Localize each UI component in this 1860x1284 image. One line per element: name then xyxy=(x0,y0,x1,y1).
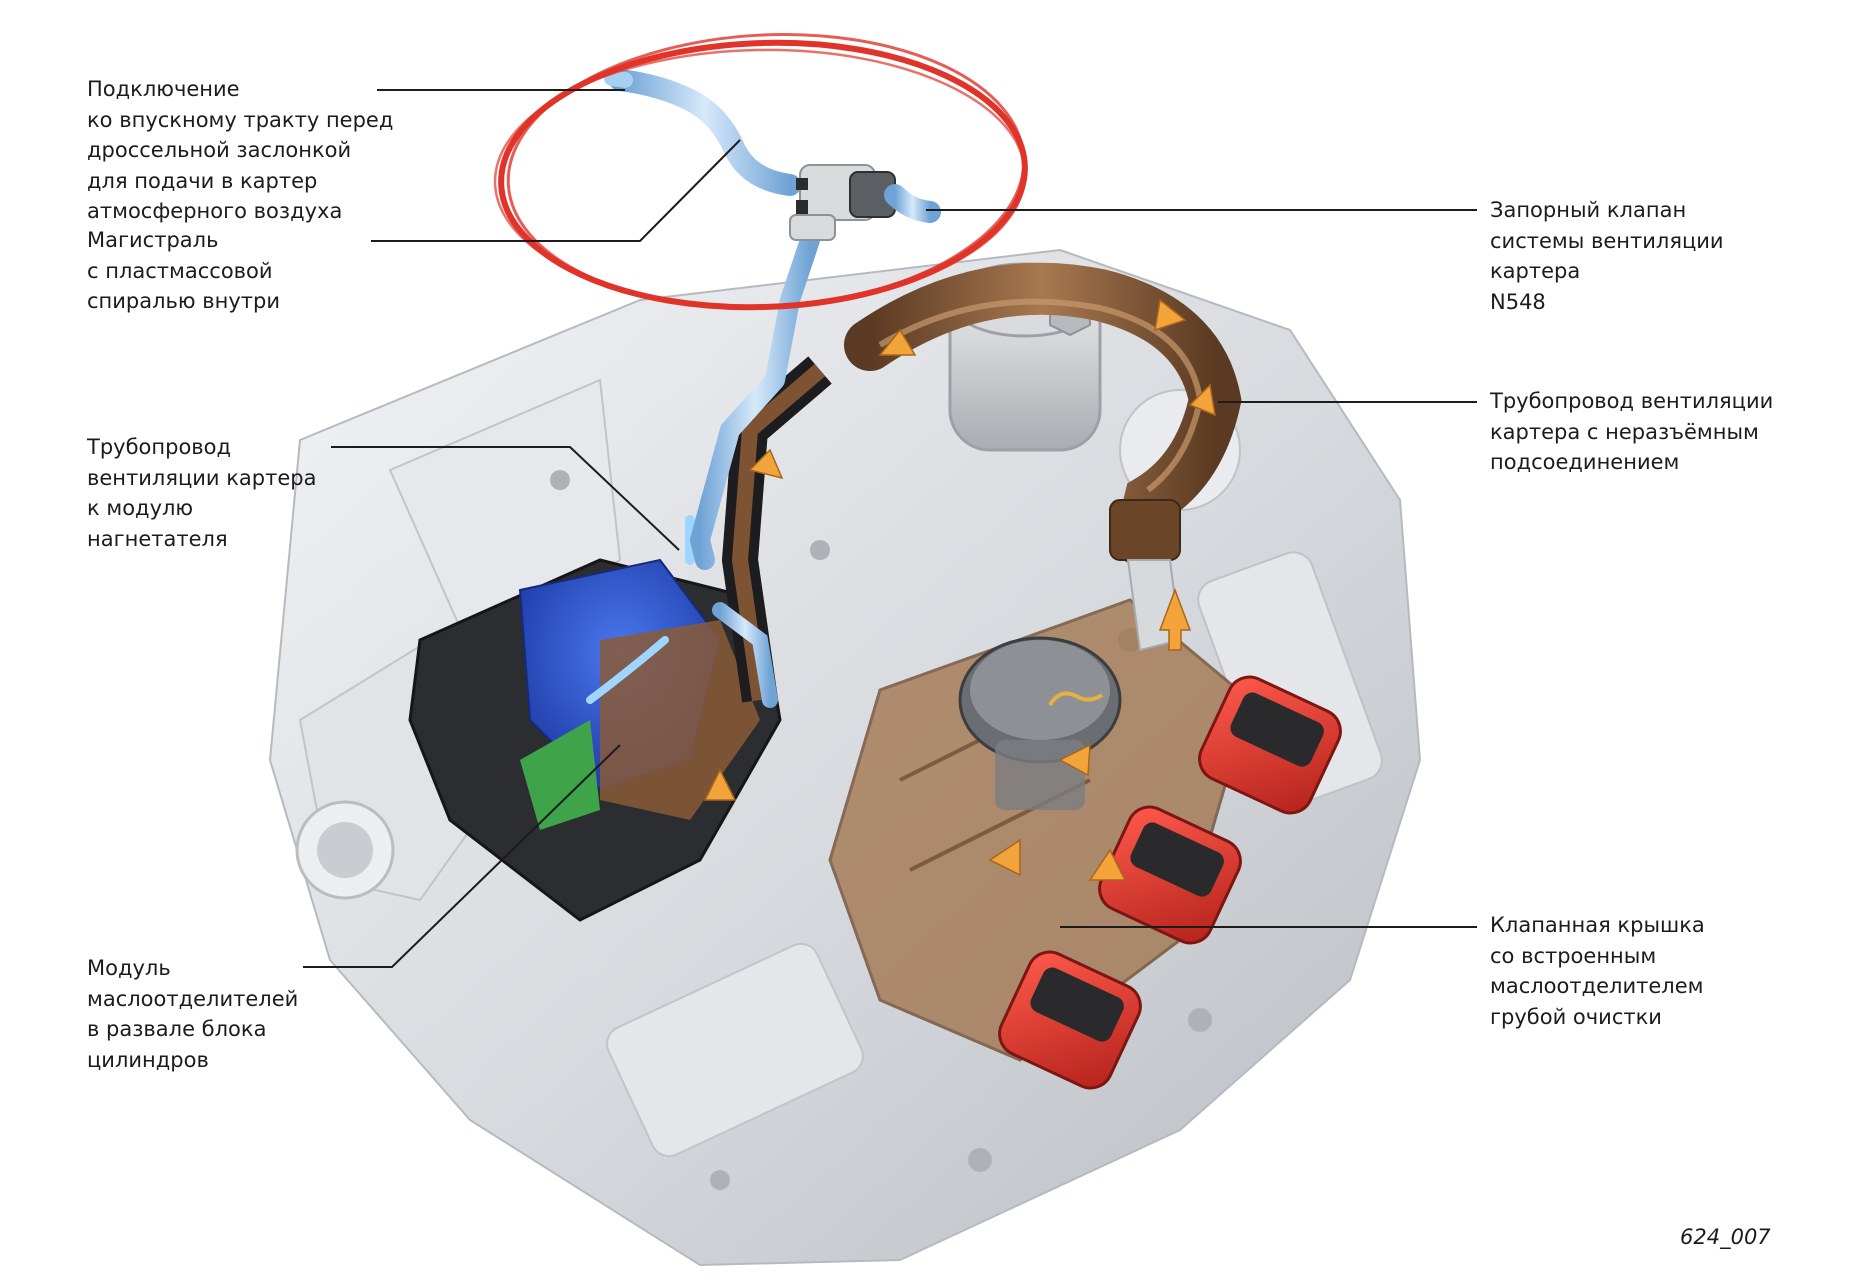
leader-pcv-to-charger xyxy=(331,446,680,551)
callout-oil-separator-module: Модуль маслоотделителей в развале блока … xyxy=(87,956,299,1072)
ignition-coils xyxy=(998,675,1342,1090)
callout-check-valve: Запорный клапан системы вентиляции карте… xyxy=(1490,198,1724,314)
leader-hose-spiral xyxy=(371,139,741,242)
callout-pcv-pipe-to-charger: Трубопровод вентиляции картера к модулю … xyxy=(87,435,317,551)
oil-filler-cap xyxy=(958,636,1122,810)
callout-valve-cover: Клапанная крышка со встроенным маслоотде… xyxy=(1490,913,1705,1029)
check-valve-n548 xyxy=(789,164,941,241)
figure-id: 624_007 xyxy=(1680,1225,1771,1249)
flow-arrows xyxy=(703,298,1216,881)
leader-lines xyxy=(303,89,1477,968)
callout-hose-with-spiral: Магистраль с пластмассовой спиралью внут… xyxy=(87,228,281,313)
highlight-ellipse xyxy=(493,33,1028,311)
callout-intake-connection: Подключение ко впускному тракту перед др… xyxy=(87,77,394,223)
breather-hose xyxy=(604,69,820,708)
callout-pcv-pipe-one-piece: Трубопровод вентиляции картера с неразъё… xyxy=(1490,389,1774,474)
leader-oil-separator xyxy=(303,744,621,968)
oil-separator-module xyxy=(408,515,782,922)
